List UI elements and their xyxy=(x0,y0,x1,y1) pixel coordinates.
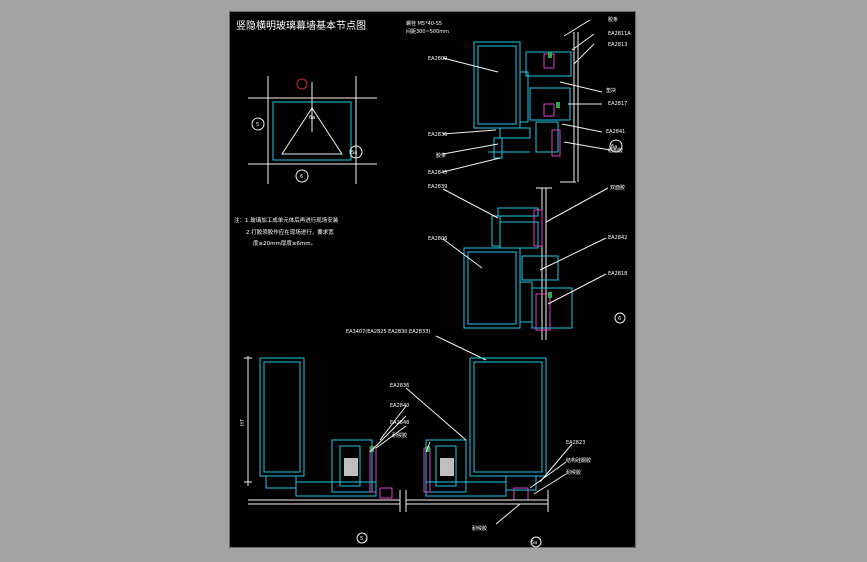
d6a-label-double-sided-tape: 双面胶 xyxy=(610,184,625,191)
d6-label-ea2811a: EA2811A xyxy=(608,31,631,37)
spec-line-2: 间距300~500mm xyxy=(406,28,449,35)
d6-label-ea2813: EA2813 xyxy=(608,42,627,48)
d6a-label-ea2842: EA2842 xyxy=(608,235,627,241)
detail-6a: EA2839 双面胶 EA2806 EA2842 EA2818 6 xyxy=(428,184,627,340)
d5-label-ea2840: EA2840 xyxy=(390,403,409,409)
note-line-3: 度≥20mm厚度≥6mm。 xyxy=(253,239,316,247)
d5-label-weather-sealant-2: 耐候胶 xyxy=(566,469,581,476)
d6-label-ea2841: EA2841 xyxy=(606,129,625,135)
detail-5: EA3407(EA2825 EA2830 EA2833) H7 xyxy=(240,329,591,548)
d5-marker-5: 5 xyxy=(360,536,363,542)
spec-line-1: 螺栓 M5*40-S5 xyxy=(406,20,442,27)
d6-label-setting-block: 垫块 xyxy=(606,87,616,94)
key-plan: 5 6 5a 6a xyxy=(248,76,377,184)
d6a-label-ea2839: EA2839 xyxy=(428,184,447,190)
grid-mark-6: 6 xyxy=(300,174,303,180)
d5-header: EA3407(EA2825 EA2830 EA2833) xyxy=(346,329,430,335)
d5-label-ea2836: EA2836 xyxy=(390,383,409,389)
d5-label-weather-sealant-3: 耐候胶 xyxy=(472,525,487,532)
d6-label-ea2836: EA2836 xyxy=(428,132,447,138)
d6a-label-ea2818: EA2818 xyxy=(608,271,627,277)
d5-label-structural-silicone: 结构硅酮胶 xyxy=(566,457,591,464)
d6-marker: 6a xyxy=(611,144,617,150)
d6-label-ea2845: EA2845 xyxy=(428,170,447,176)
note-line-2: 2.打胶须胶作应在现场进行，要求宽 xyxy=(246,228,334,236)
d5-label-ea2823: EA2823 xyxy=(566,440,585,446)
detail-6: 螺栓 M5*40-S5 间距300~500mm xyxy=(406,16,631,183)
d5-marker-5a: 5a xyxy=(531,540,537,546)
drawing-canvas: 竖隐横明玻璃幕墙基本节点图 5 6 5a 6a xyxy=(234,16,631,548)
d6-label-gasket: 胶条 xyxy=(608,16,618,23)
d6-label-ea2817: EA2817 xyxy=(608,101,627,107)
d6-label-ea2809: EA2809 xyxy=(428,56,447,62)
d6-label-gasket-2: 胶条 xyxy=(436,152,446,159)
grid-mark-5a: 5a xyxy=(351,150,357,156)
d6a-label-ea2806: EA2806 xyxy=(428,236,447,242)
grid-mark-5: 5 xyxy=(256,122,259,128)
drawing-title: 竖隐横明玻璃幕墙基本节点图 xyxy=(236,19,366,32)
d6-label-structural-sealant: 结构胶 xyxy=(608,147,623,154)
d5-dim: H7 xyxy=(240,419,246,426)
d5-label-ea2848: EA2848 xyxy=(390,420,409,426)
drawing-sheet: 竖隐横明玻璃幕墙基本节点图 5 6 5a 6a xyxy=(229,11,636,548)
note-line-1: 注：1.玻璃加工成单元体后再进行现场安装 xyxy=(234,216,339,224)
d6a-marker: 6 xyxy=(618,316,621,322)
d5-label-weather-sealant: 耐候胶 xyxy=(392,432,407,439)
notes: 注：1.玻璃加工成单元体后再进行现场安装 2.打胶须胶作应在现场进行，要求宽 度… xyxy=(234,216,339,247)
grid-mark-6a: 6a xyxy=(309,115,315,121)
